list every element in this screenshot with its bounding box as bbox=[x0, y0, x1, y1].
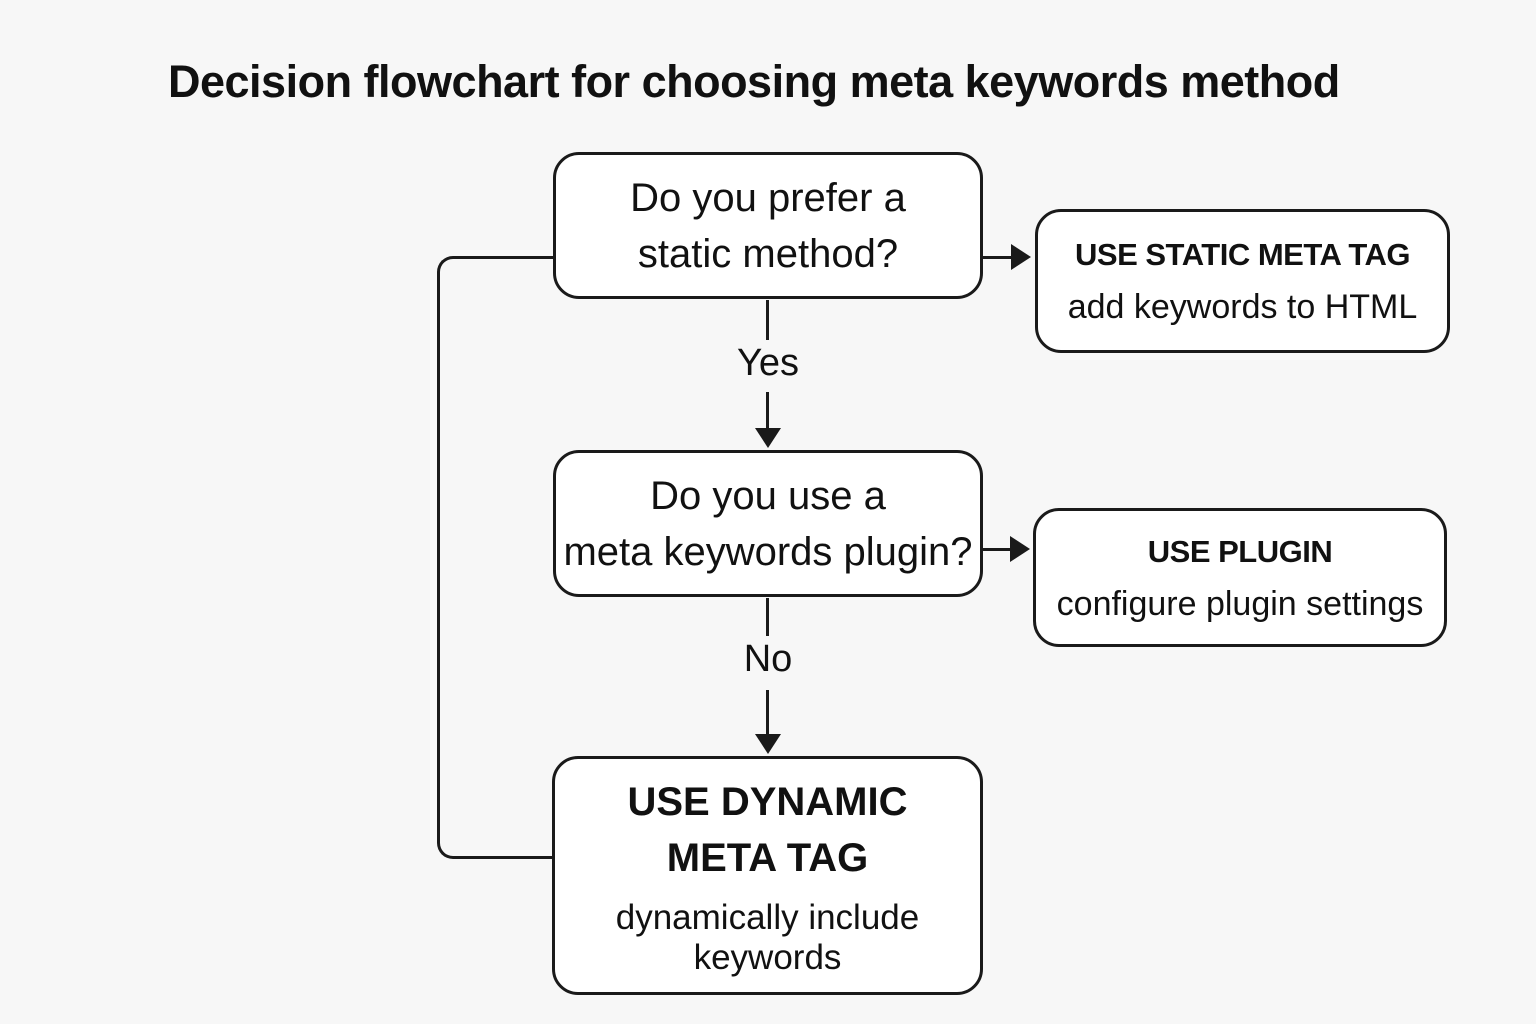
node-result-title-line: USE DYNAMIC bbox=[627, 779, 908, 824]
node-question-keywords-plugin: Do you use a meta keywords plugin? bbox=[553, 450, 983, 597]
node-result-title: USE STATIC META TAG bbox=[1075, 237, 1410, 272]
edge-q1-to-static-line bbox=[983, 256, 1013, 259]
node-result-title-line: META TAG bbox=[666, 835, 869, 880]
arrowhead-right-icon bbox=[1010, 536, 1030, 562]
edge-q2-to-plugin-line bbox=[983, 548, 1012, 551]
node-text-line: static method? bbox=[637, 231, 899, 276]
node-result-subtitle: configure plugin settings bbox=[1056, 584, 1424, 623]
node-result-title: USE DYNAMIC META TAG bbox=[627, 774, 907, 886]
node-result-title: USE PLUGIN bbox=[1147, 533, 1333, 569]
node-result-subtitle-line: dynamically include bbox=[615, 897, 920, 937]
node-result-use-plugin: USE PLUGIN configure plugin settings bbox=[1033, 508, 1447, 647]
edge-q2-to-dynamic-line-lower bbox=[766, 690, 769, 736]
node-result-subtitle-line: keywords bbox=[693, 937, 842, 977]
node-text-line: Do you prefer a bbox=[630, 175, 906, 220]
edge-label-yes: Yes bbox=[737, 342, 799, 384]
node-result-dynamic-meta-tag: USE DYNAMIC META TAG dynamically include… bbox=[552, 756, 983, 995]
page-title: Decision flowchart for choosing meta key… bbox=[168, 56, 1340, 107]
node-result-subtitle: add keywords to HTML bbox=[1067, 288, 1418, 326]
edge-q1-to-q2-line-upper bbox=[766, 300, 769, 340]
node-question-static-method: Do you prefer a static method? bbox=[553, 152, 983, 299]
edge-q1-to-q2-line-lower bbox=[766, 392, 769, 430]
node-text-line: meta keywords plugin? bbox=[563, 529, 973, 574]
node-text-line: Do you use a bbox=[650, 473, 886, 518]
node-result-subtitle: dynamically include keywords bbox=[616, 898, 919, 978]
arrowhead-right-icon bbox=[1011, 244, 1031, 270]
arrowhead-down-icon bbox=[755, 734, 781, 754]
edge-label-no: No bbox=[743, 638, 793, 680]
arrowhead-down-icon bbox=[755, 428, 781, 448]
node-result-static-meta-tag: USE STATIC META TAG add keywords to HTML bbox=[1035, 209, 1450, 353]
edge-q2-to-dynamic-line-upper bbox=[766, 598, 769, 636]
connector-q1-to-dynamic bbox=[437, 256, 553, 859]
